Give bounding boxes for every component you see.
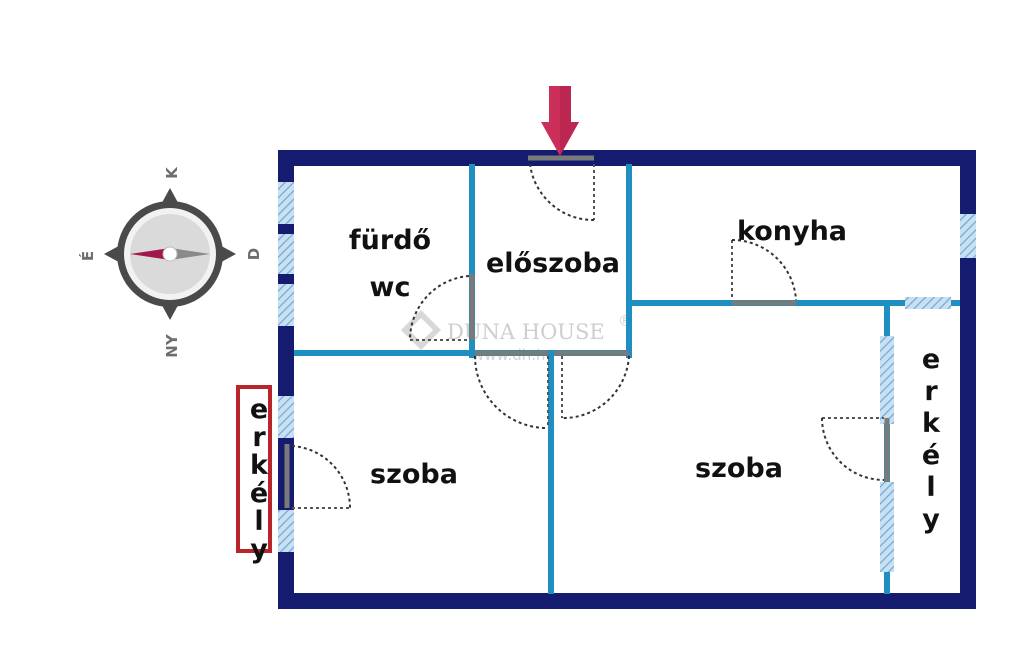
entrance-arrow-icon (541, 86, 579, 156)
balcony-left-letter: k (250, 450, 269, 481)
room-label-bathroom: fürdő (349, 225, 431, 256)
room-label-kitchen: konyha (737, 216, 847, 247)
bathroom-door (408, 274, 475, 341)
compass-rose: K D NY É (78, 166, 263, 358)
room-label-right-room: szoba (695, 453, 783, 484)
room-label-hallway: előszoba (486, 248, 620, 279)
glazing (880, 297, 951, 572)
room-label-wc: wc (370, 272, 411, 303)
compass-needle-icon (130, 248, 170, 260)
kitchen-door (731, 238, 797, 306)
left-balcony-door (284, 444, 352, 509)
balcony-left-letter: é (250, 478, 268, 509)
balcony-right-letter: e (922, 344, 940, 375)
compass-label-south: NY (163, 333, 181, 358)
balcony-right-letter: é (922, 440, 940, 471)
left-balcony-frame (236, 385, 272, 553)
balcony-right-letter: y (922, 504, 940, 535)
left-room-door (474, 350, 549, 430)
room-label-left-room: szoba (370, 459, 458, 490)
windows (278, 182, 976, 552)
balcony-left-letter: r (252, 422, 266, 453)
balcony-right-letter: r (924, 376, 938, 407)
compass-label-east: D (245, 248, 263, 260)
balcony-left-letter: e (250, 394, 268, 425)
duna-house-logo-icon (401, 310, 441, 350)
balcony-left-letter: y (250, 534, 268, 565)
compass-label-north: K (163, 166, 181, 179)
room-labels: fürdő wc előszoba konyha szoba szoba (349, 216, 847, 490)
doors (284, 155, 890, 509)
compass-label-west: É (78, 251, 97, 261)
balcony-right-letter: k (922, 408, 941, 439)
balcony-right-letter: l (926, 472, 935, 503)
right-balcony-door (821, 417, 890, 482)
right-room-door (554, 350, 630, 420)
entrance-door (528, 155, 595, 222)
balcony-left-letter: l (254, 506, 263, 537)
